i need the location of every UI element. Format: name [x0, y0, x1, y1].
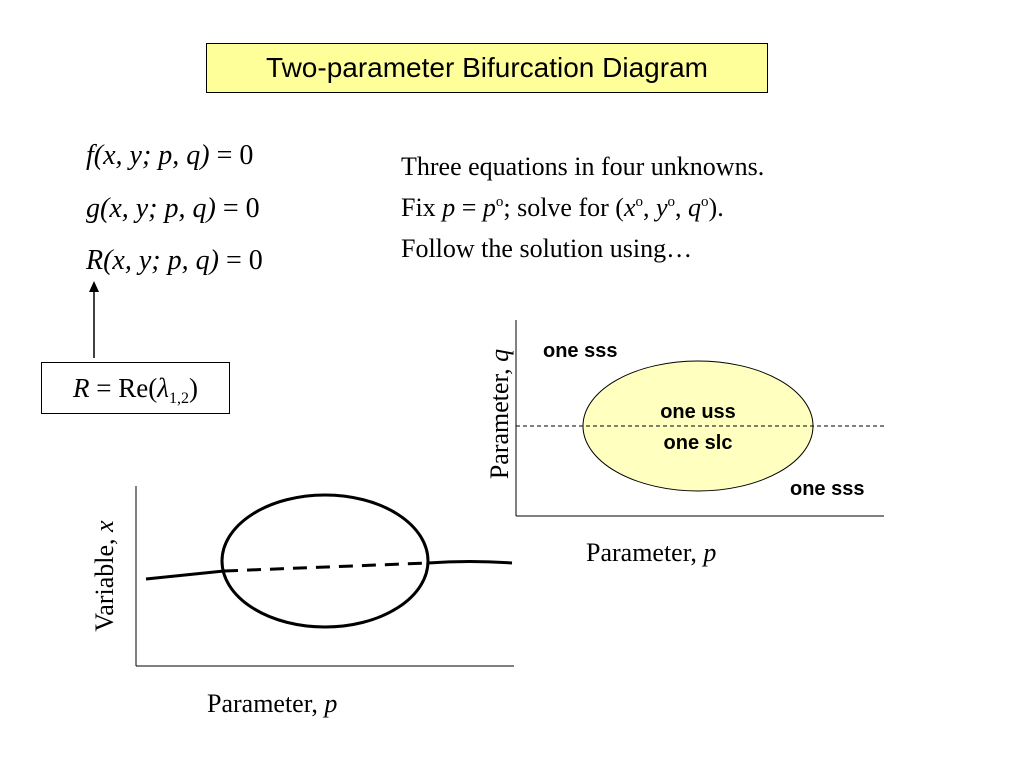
intro-x: x — [623, 193, 636, 222]
equation-r: R(x, y; p, q) = 0 — [86, 245, 263, 277]
intro-sup-q: o — [701, 194, 709, 210]
equation-g-name: g — [86, 193, 100, 224]
intro-line-2: Fix p = po; solve for (xo, yo, qo). — [401, 193, 724, 222]
equation-g-rhs: = 0 — [222, 193, 260, 224]
one-param-ylabel-var: x — [90, 520, 119, 532]
region-label-bottom: one sss — [790, 478, 865, 500]
intro-line-3: Follow the solution using… — [401, 234, 693, 263]
title-text: Two-parameter Bifurcation Diagram — [266, 52, 708, 83]
intro-sup-p: o — [495, 194, 504, 210]
r-definition-box: R = Re(λ1,2) — [41, 362, 230, 414]
equation-r-name: R — [86, 245, 104, 276]
equation-f-args: (x, y; p, q) — [93, 140, 210, 171]
region-label-slc: one slc — [663, 432, 733, 454]
one-param-ylabel: Variable, x — [89, 476, 121, 676]
one-param-ylabel-text: Variable, — [90, 531, 119, 632]
intro-solve-for: ; solve for ( — [503, 193, 624, 222]
intro-line-1: Three equations in four unknowns. — [401, 152, 765, 181]
intro-q: q — [688, 193, 702, 222]
intro-text: Three equations in four unknowns. Fix p … — [401, 146, 764, 269]
equation-r-rhs: = 0 — [225, 245, 263, 276]
lambda-symbol: λ — [157, 373, 169, 403]
equation-g: g(x, y; p, q) = 0 — [86, 193, 260, 225]
equation-f-rhs: = 0 — [216, 140, 254, 171]
equation-g-args: (x, y; p, q) — [100, 193, 216, 224]
intro-p: p — [442, 193, 456, 222]
one-param-xlabel: Parameter, p — [207, 689, 337, 719]
pointer-arrow-head — [89, 281, 99, 292]
equation-f: f(x, y; p, q) = 0 — [86, 140, 253, 172]
one-param-xlabel-var: p — [324, 689, 338, 718]
two-param-xlabel: Parameter, p — [586, 538, 716, 568]
r-def-lhs: R — [73, 373, 90, 403]
intro-end: ). — [708, 193, 724, 222]
r-def-close: ) — [188, 373, 198, 403]
region-label-uss: one uss — [660, 401, 736, 423]
two-param-ylabel-var: q — [485, 348, 514, 362]
intro-sup-x: o — [635, 194, 644, 210]
intro-fix: Fix — [401, 193, 443, 222]
two-param-xlabel-var: p — [703, 538, 717, 567]
limit-cycle-envelope — [220, 493, 430, 629]
one-param-xlabel-text: Parameter, — [207, 689, 325, 718]
unstable-branch — [223, 561, 429, 573]
intro-equals: = — [455, 193, 483, 222]
slide-title: Two-parameter Bifurcation Diagram — [206, 43, 768, 93]
two-param-ylabel: Parameter, q — [484, 314, 516, 514]
equation-r-args: (x, y; p, q) — [103, 245, 219, 276]
equation-f-name: f — [86, 140, 94, 171]
stable-branch-left — [145, 569, 225, 581]
two-param-xlabel-text: Parameter, — [586, 538, 704, 567]
stable-branch-right — [427, 560, 513, 565]
intro-p2: p — [482, 193, 496, 222]
lambda-subscript: 1,2 — [168, 390, 189, 407]
region-label-top: one sss — [543, 340, 618, 362]
intro-sup-y: o — [667, 194, 676, 210]
intro-y: y — [656, 193, 668, 222]
r-def-eq: = Re( — [89, 373, 158, 403]
two-param-ylabel-text: Parameter, — [485, 361, 514, 480]
